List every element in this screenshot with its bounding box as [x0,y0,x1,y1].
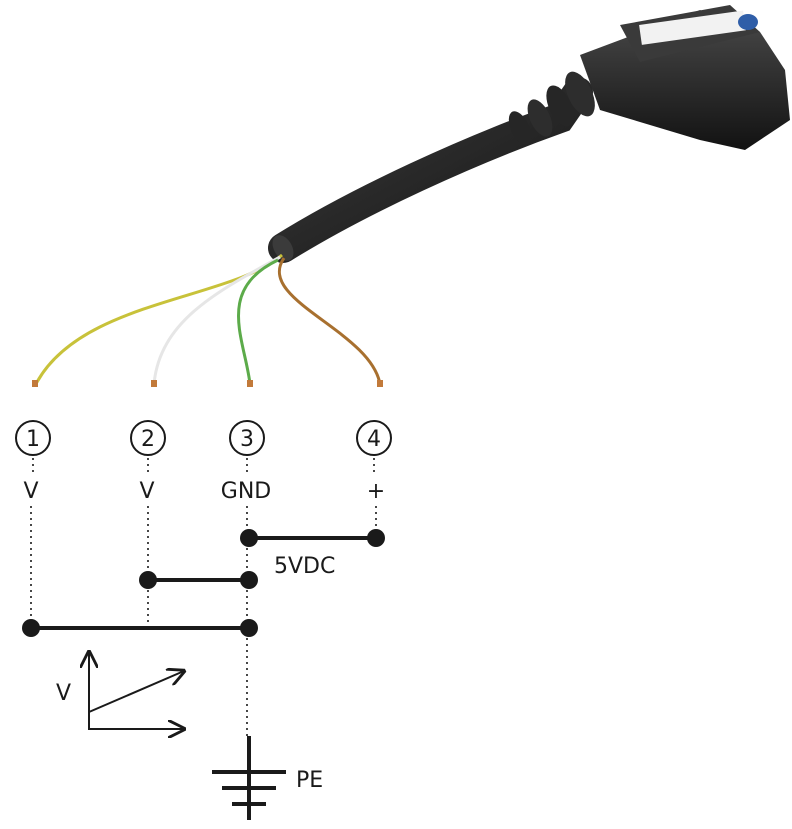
pin-number-2: 2 [141,427,155,452]
connector-accent [738,14,758,30]
graph-axis-label: V [56,681,71,706]
connector-label-sticker [639,10,746,45]
pin-number-4: 4 [367,427,381,452]
wire-tip-4 [377,380,383,387]
pin-label-4: + [367,479,385,504]
wire-tip-2 [151,380,157,387]
strain-relief [508,71,595,145]
pin-circle-1 [15,420,51,456]
connection-dots [22,529,385,637]
pin-circle-2 [130,420,166,456]
pin-circle-4 [356,420,392,456]
pin-number-3: 3 [240,427,254,452]
signal-graph-icon: V [56,652,184,730]
wire-4 [277,257,382,385]
connection-bars [31,536,376,630]
dot-pin2 [139,571,157,589]
dot-plus-supply [367,529,385,547]
dot-gnd-supply [240,529,258,547]
ground-label: PE [296,768,323,793]
supply-label: 5VDC [274,554,335,579]
wire-tip-1 [32,380,38,387]
wire-2 [152,255,281,385]
pin-label-1: V [23,479,38,504]
pin-label-2: V [139,479,154,504]
pin-markers: 1 2 3 4 [15,420,392,456]
dot-pin1 [22,619,40,637]
pin-circle-3 [229,420,265,456]
wire-tip-3 [247,380,253,387]
dot-gnd-pin2 [240,571,258,589]
dot-gnd-pin1 [240,619,258,637]
wire-3 [237,258,279,385]
pin-number-1: 1 [26,427,40,452]
ground-symbol-icon [212,736,286,820]
connector-icon [268,5,790,263]
dotted-leaders [30,458,377,736]
wires [32,253,383,387]
pin-label-3: GND [221,479,271,504]
pin-labels: V V GND + [23,479,385,504]
